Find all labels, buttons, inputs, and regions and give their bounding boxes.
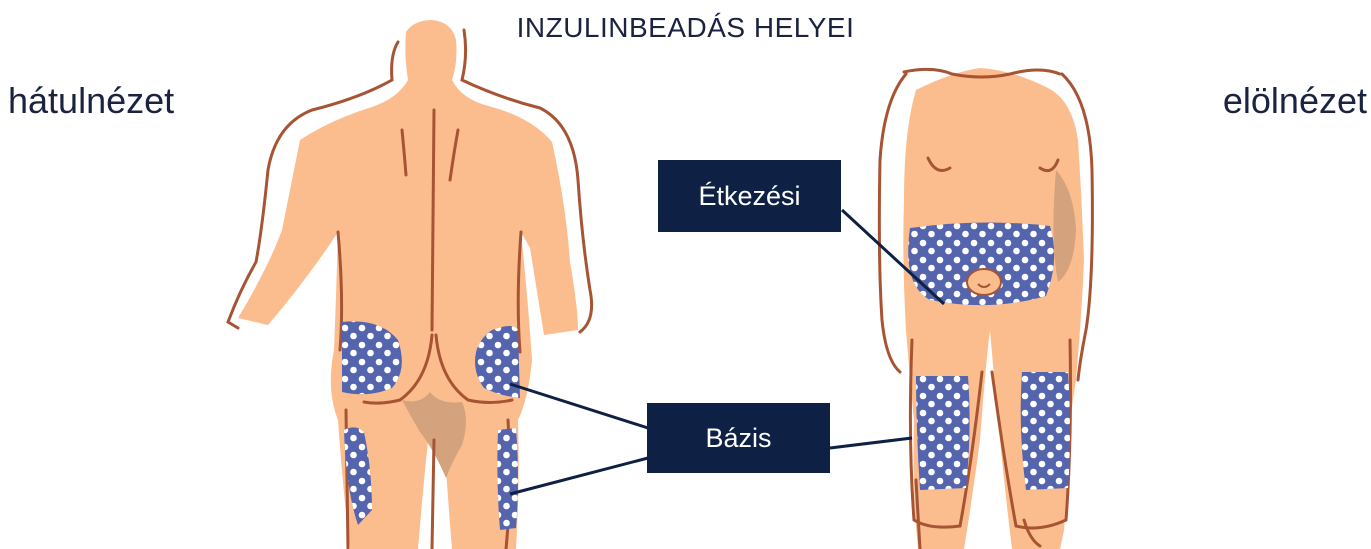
base-zone-label: Bázis — [647, 403, 830, 473]
back-body-skin — [238, 20, 578, 549]
navel — [967, 269, 1001, 295]
base-connector-front — [830, 438, 912, 448]
base-connector-back-thigh — [510, 458, 648, 494]
back-view-figure — [228, 20, 592, 549]
meal-zone-label: Étkezési — [658, 160, 841, 232]
base-connector-back-hip — [510, 384, 648, 428]
front-view-figure — [879, 68, 1092, 549]
